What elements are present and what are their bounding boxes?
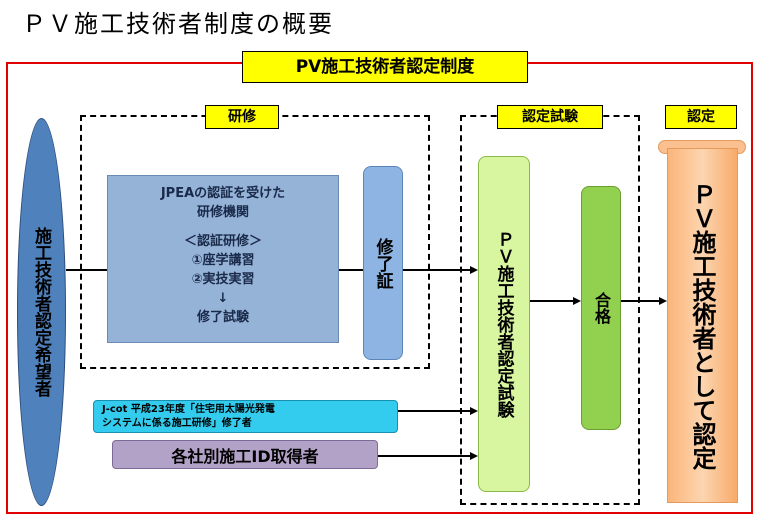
system-title-tag: PV施工技術者認定制度 [242,51,528,83]
arrowhead-jcot-to-exam [470,407,478,415]
jcot-line-1: J-cot 平成23年度「住宅用太陽光発電 [102,404,275,415]
jcot-line-2: システムに係る施工研修」修了者 [102,418,252,429]
connector-institution-certificate [339,269,363,271]
cert-tag: 認定 [665,105,737,129]
certified-scroll: ＰＶ施工技術者として認定 [667,148,738,503]
arrowhead-to-certified [659,297,667,305]
training-institution-box: JPEAの認証を受けた 研修機関 ＜認証研修＞ ①座学講習 ②実技実習 ↓ 修了… [107,175,339,343]
arrowhead-company-to-exam [470,452,478,460]
arrowhead-to-pass [573,297,581,305]
institution-line-1: JPEAの認証を受けた [160,186,286,201]
connector-pass-certified [621,300,659,302]
page-title: ＰＶ施工技術者制度の概要 [22,10,334,38]
applicant-label: 施工技術者認定希望者 [31,227,51,397]
pass-label: 合格 [592,292,611,324]
exam-tag: 認定試験 [497,105,603,129]
completion-certificate: 修了証 [363,166,403,360]
connector-company-exam [378,455,470,457]
institution-line-6: 修了試験 [196,310,249,325]
connector-applicant-institution [66,269,107,271]
institution-line-2: 研修機関 [196,205,249,220]
completion-label: 修了証 [372,237,393,289]
company-id-holders-box: 各社別施工ID取得者 [112,440,378,469]
connector-certificate-exam [403,269,470,271]
certified-label: ＰＶ施工技術者として認定 [688,181,716,470]
pass-box: 合格 [581,186,621,430]
arrowhead-to-exam [470,266,478,274]
institution-line-4: ①座学講習 [191,253,255,268]
applicant-node: 施工技術者認定希望者 [17,118,66,506]
connector-jcot-exam [398,410,470,412]
company-id-label: 各社別施工ID取得者 [171,446,319,466]
institution-line-3: ＜認証研修＞ [183,234,262,249]
exam-label: ＰＶ施工技術者認定試験 [493,230,514,418]
institution-line-5: ②実技実習 [191,272,255,287]
down-arrow: ↓ [217,291,229,306]
jcot-graduates-box: J-cot 平成23年度「住宅用太陽光発電 システムに係る施工研修」修了者 [93,400,398,433]
training-tag: 研修 [205,105,279,129]
connector-exam-pass [530,300,573,302]
certification-exam-box: ＰＶ施工技術者認定試験 [478,156,530,492]
